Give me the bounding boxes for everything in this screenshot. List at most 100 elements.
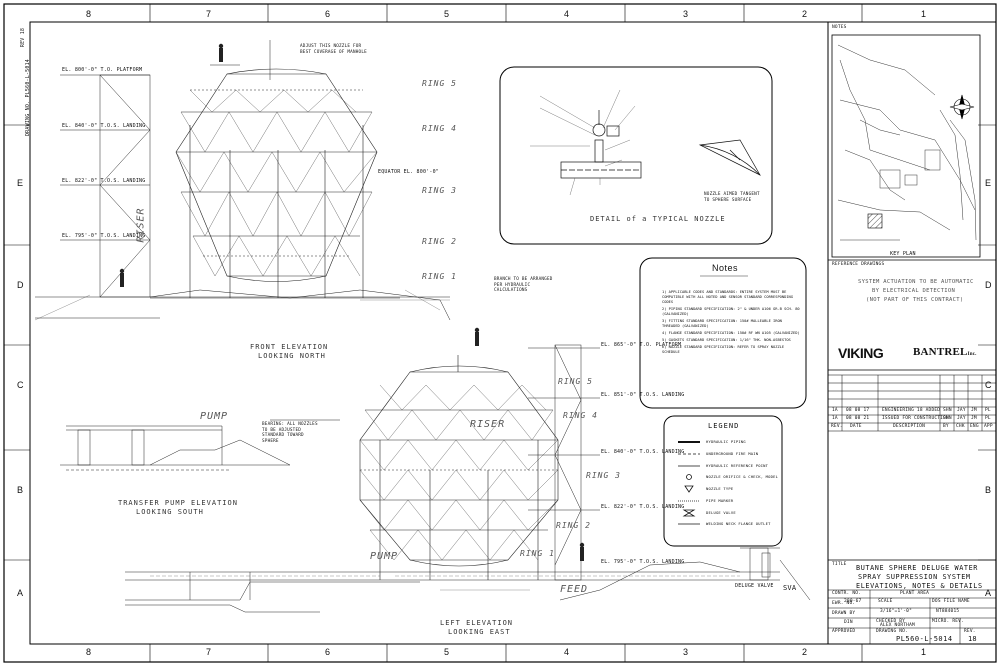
rev-row-1-chk: JAY: [957, 408, 966, 413]
pump-label: PUMP: [200, 411, 229, 422]
system-note-2: BY ELECTRICAL DETECTION: [872, 288, 956, 294]
scale-label: SCALE: [878, 599, 893, 604]
rev-row-2-eng: JM: [971, 416, 977, 421]
riser-label-left: RISER: [470, 419, 506, 430]
title-label: TITLE: [832, 562, 847, 567]
left-level-1: EL. 865'-0" T.O. PLATFORM: [601, 342, 682, 348]
zone-col-5: 5: [444, 9, 450, 19]
zone-row-B: B: [17, 485, 24, 495]
front-level-3: EL. 822'-0" T.O.S. LANDING: [62, 178, 146, 184]
plant-area-label: PLANT AREA: [900, 591, 930, 596]
note-item: 3) FITTING STANDARD SPECIFICATION: 150# …: [662, 318, 782, 328]
zone-row-A-right: A: [985, 588, 992, 598]
note-item: 1) APPLICABLE CODES AND STANDARDS: ENTIR…: [662, 290, 793, 304]
rev-row-1-appr: PL: [985, 408, 991, 413]
left-level-5: EL. 795'-0" T.O.S. LANDING: [601, 559, 685, 565]
legend-item: NOZZLE ORIFICE & CHECK, MODEL: [706, 474, 779, 479]
ring-1-label-left: RING 1: [520, 549, 555, 558]
zone-row-C-right: C: [985, 380, 992, 390]
bantrel-logo: BANTRELInc.: [913, 347, 977, 358]
bearing-note: BEARING: ALL NOZZLES TO BE ADJUSTED STAN…: [262, 422, 318, 444]
left-level-4: EL. 822'-0" T.O.S. LANDING: [601, 504, 685, 510]
drawing-number-label: DRAWING NO.: [876, 629, 909, 634]
sva-label: SVA: [783, 584, 797, 592]
nozzle-aim-note: NOZZLE AIMED TANGENT TO SPHERE SURFACE: [704, 192, 760, 203]
rev-header-date: DATE: [850, 424, 862, 429]
zone-col-3-bottom: 3: [683, 647, 689, 657]
legend-item: PIPE MARKER: [706, 498, 734, 503]
rev-header-by: BY: [943, 424, 949, 429]
zone-row-A: A: [17, 588, 24, 598]
note-item: 6) NOZZLE STANDARD SPECIFICATION: REFER …: [662, 344, 785, 354]
legend-item: UNDERGROUND FIRE MAIN: [706, 451, 759, 456]
zone-row-D: D: [17, 280, 24, 290]
zone-row-B-right: B: [985, 485, 992, 495]
zone-col-3: 3: [683, 9, 689, 19]
bantrel-logo-suffix: Inc.: [967, 352, 977, 357]
drawing-number-value: PL560-L-5014: [896, 635, 953, 643]
drawn-by-value: DIN: [844, 620, 853, 625]
checked-by-label: CHECKED BY: [876, 619, 906, 624]
checked-by-value: ALEX NORTHAM: [880, 623, 915, 628]
title-line-3: ELEVATIONS, NOTES & DETAILS: [856, 582, 983, 590]
rev-label: REV.: [964, 629, 976, 634]
rev-row-1-by: SHN: [943, 408, 952, 413]
bantrel-logo-text: BANTREL: [913, 346, 968, 358]
ring-2-label-left: RING 2: [556, 521, 591, 530]
dos-file-label: DOS FILE NAME: [932, 599, 970, 604]
note-item: 2) PIPING STANDARD SPECIFICATION: 2" & U…: [662, 306, 800, 316]
rev-header-desc: DESCRIPTION: [893, 424, 926, 429]
left-level-3: EL. 840'-0" T.O.S. LANDING: [601, 449, 685, 455]
legend-item: HYDRAULIC PIPING: [706, 439, 746, 444]
pump-elevation-title: TRANSFER PUMP ELEVATION: [118, 499, 238, 507]
zone-col-7-bottom: 7: [206, 647, 212, 657]
ring-5-label: RING 5: [422, 79, 457, 88]
zone-col-1: 1: [921, 9, 927, 19]
legend-item: WELDING NECK FLANGE OUTLET: [706, 521, 771, 526]
zone-col-8-bottom: 8: [86, 647, 92, 657]
ring-4-label-left: RING 4: [563, 411, 598, 420]
rev-header-rev: REV.: [831, 424, 843, 429]
key-plan-label: KEY PLAN: [890, 251, 916, 257]
front-level-2: EL. 840'-0" T.O.S. LANDING: [62, 123, 146, 129]
notes-list: 1) APPLICABLE CODES AND STANDARDS: ENTIR…: [662, 290, 800, 357]
ring-2-label: RING 2: [422, 237, 457, 246]
zone-row-E: E: [17, 178, 24, 188]
notes-title: Notes: [712, 263, 739, 273]
approved-label: APPROVED: [832, 629, 856, 634]
ring-3-label-left: RING 3: [586, 471, 621, 480]
reference-drawings-header: REFERENCE DRAWINGS: [832, 262, 885, 267]
dos-file-value: NT884015: [936, 609, 960, 614]
front-level-1: EL. 800'-0" T.O. PLATFORM: [62, 67, 143, 73]
rev-row-2-date: 08 08 21: [846, 416, 870, 421]
note-item: 5) GASKETS STANDARD SPECIFICATION: 1/16"…: [662, 337, 791, 342]
rev-row-1-desc: ENGINEERING 18 ADDED: [882, 408, 941, 413]
left-elevation-title: LEFT ELEVATION: [440, 619, 514, 627]
rev-row-1-date: 08 08 17: [846, 408, 870, 413]
pump-label-left: PUMP: [370, 551, 399, 562]
title-line-1: BUTANE SPHERE DELUGE WATER: [856, 564, 978, 572]
micro-rev-label: MICRO. REV.: [932, 619, 965, 624]
left-level-2: EL. 851'-0" T.O.S. LANDING: [601, 392, 685, 398]
rev-row-2-desc: ISSUED FOR CONSTRUCTION: [882, 416, 949, 421]
legend-item: DELUGE VALVE: [706, 510, 736, 515]
contract-value: 200-67: [844, 599, 862, 604]
rev-row-1-rev: 1A: [832, 408, 838, 413]
zone-col-7: 7: [206, 9, 212, 19]
zone-col-8: 8: [86, 9, 92, 19]
rev-row-2-chk: JAY: [957, 416, 966, 421]
zone-row-E-right: E: [985, 178, 992, 188]
zone-row-C: C: [17, 380, 24, 390]
rev-row-1-eng: JM: [971, 408, 977, 413]
rev-value: 18: [968, 635, 977, 643]
zone-col-4: 4: [564, 9, 570, 19]
adjust-nozzle-note: ADJUST THIS NOZZLE FOR BEST COVERAGE OF …: [300, 44, 367, 55]
rev-header-eng: ENG: [970, 424, 979, 429]
front-elevation-subtitle: LOOKING NORTH: [258, 352, 326, 360]
front-level-4: EL. 795'-0" T.O.S. LANDING: [62, 233, 146, 239]
viking-logo: VIKING: [838, 345, 884, 361]
feed-label: FEED: [560, 584, 589, 595]
legend-item: NOZZLE TYPE: [706, 486, 734, 491]
